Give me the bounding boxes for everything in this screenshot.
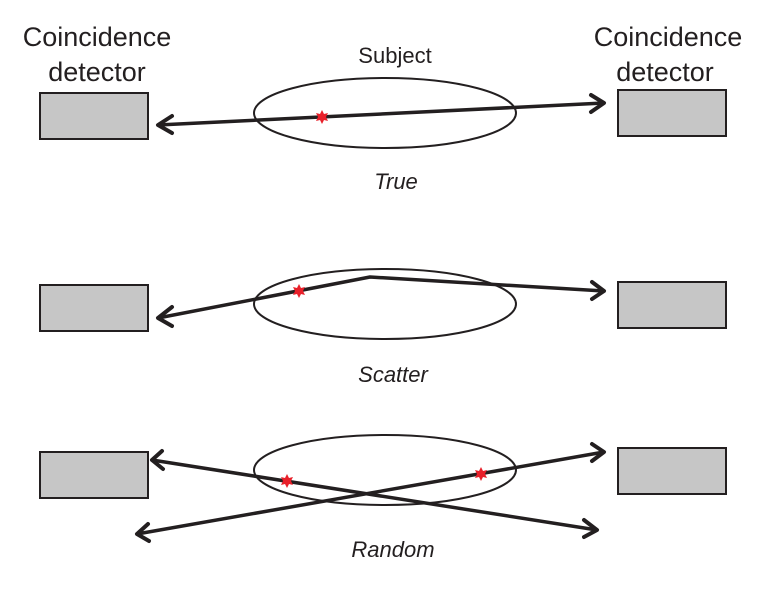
subject-ellipse (253, 77, 517, 149)
detector-left (39, 451, 149, 499)
subject-label: Subject (358, 43, 431, 68)
arrowhead-right (589, 93, 606, 114)
detector-right (617, 447, 727, 495)
scattered-ray-line (157, 275, 605, 320)
arrowhead-left-upper (150, 449, 165, 471)
arrowhead-left (156, 114, 174, 135)
arrowhead-left (156, 305, 174, 328)
random-ray-line-2 (136, 450, 605, 536)
arrowhead-left-lower (135, 522, 151, 543)
caption-true: True (374, 169, 418, 194)
detector-label-left-line2: detector (48, 57, 146, 87)
gamma-ray-line (157, 101, 605, 127)
panel-scatter: Scatter (39, 268, 727, 387)
panel-random: Random (39, 434, 727, 562)
arrowhead-right-upper (590, 442, 606, 463)
arrowhead-right-lower (582, 518, 599, 539)
detector-label-right-line2: detector (616, 57, 714, 87)
caption-scatter: Scatter (358, 362, 429, 387)
subject-ellipse (253, 268, 517, 340)
caption-random: Random (351, 537, 434, 562)
detector-label-left-line1: Coincidence (23, 22, 172, 52)
detector-left (39, 92, 149, 140)
detector-left (39, 284, 149, 332)
panel-true: True (39, 77, 727, 194)
subject-ellipse (253, 434, 517, 506)
detector-right (617, 89, 727, 137)
random-ray-line-1 (151, 458, 598, 532)
detector-label-right-line1: Coincidence (594, 22, 743, 52)
arrowhead-right (590, 280, 606, 301)
detector-right (617, 281, 727, 329)
